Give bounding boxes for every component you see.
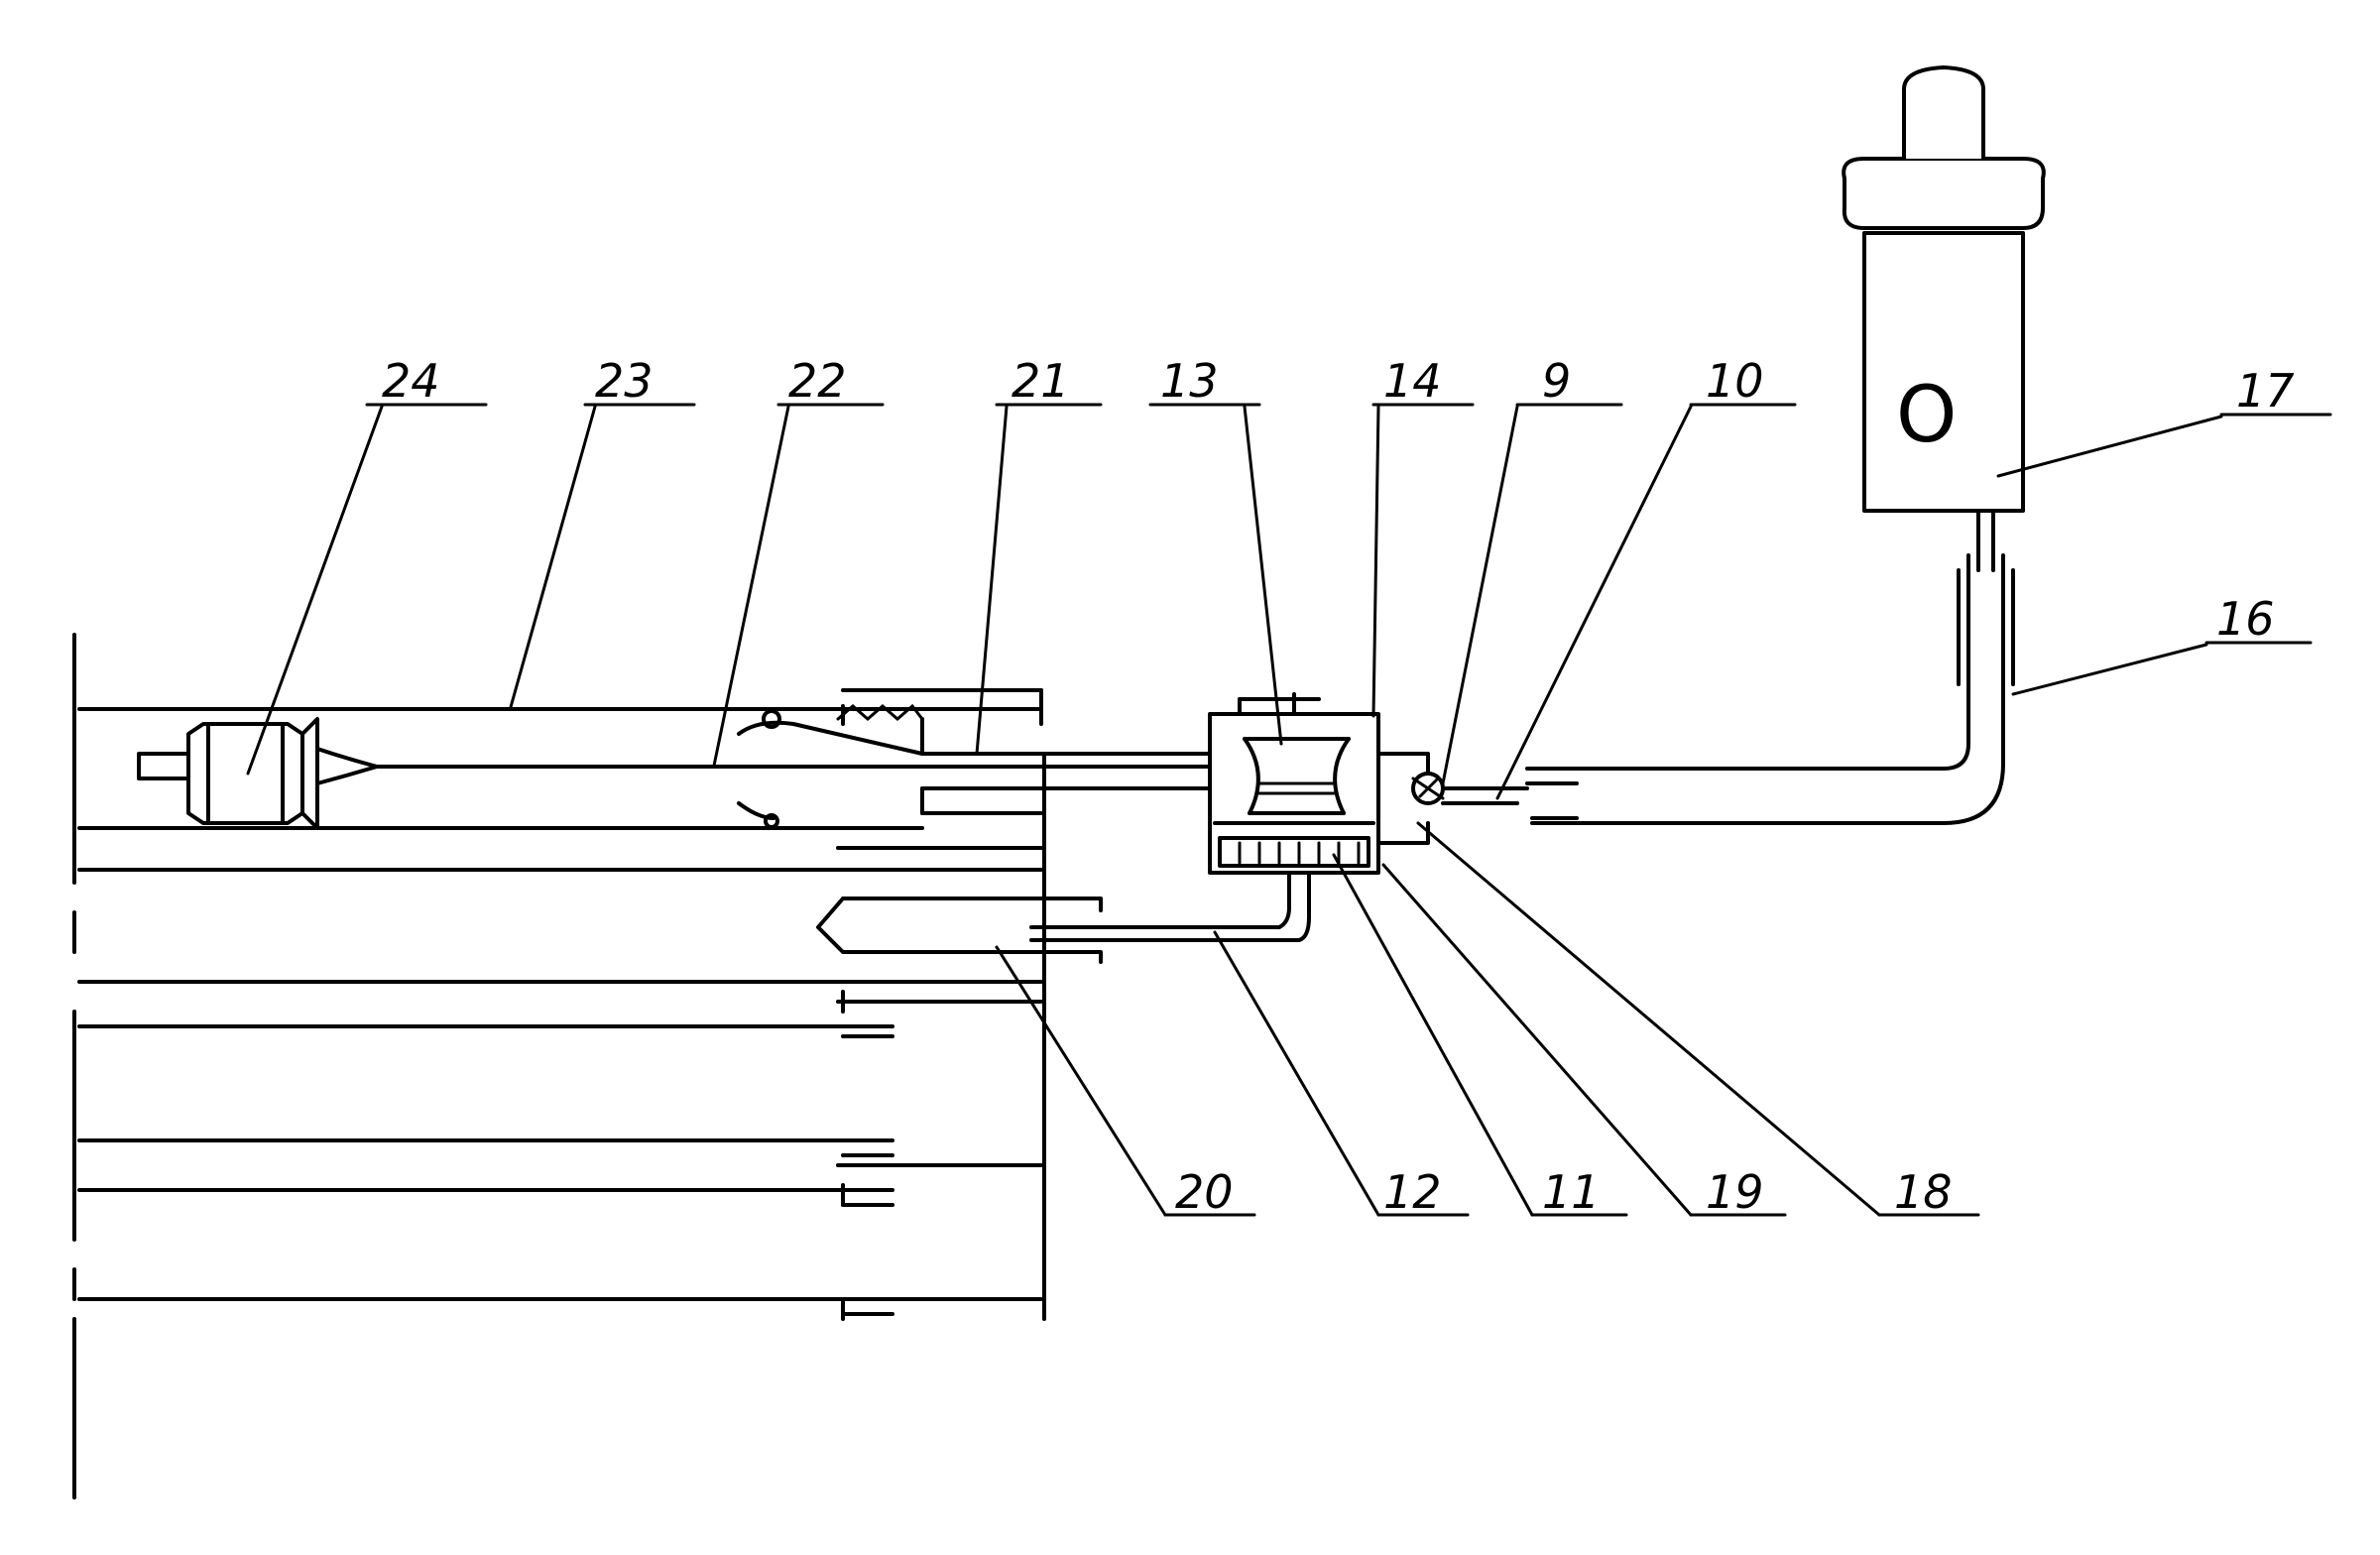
- device-mark: O: [1896, 371, 1957, 460]
- label-24: 24: [382, 354, 440, 408]
- control-box: [1208, 692, 1380, 875]
- label-17: 17: [2236, 364, 2295, 418]
- pipe-frame: [77, 688, 1046, 1321]
- label-11: 11: [1542, 1165, 1601, 1219]
- supply-pipe: [1476, 509, 2015, 825]
- reference-labels: 24 23 22 21 13 14 9 10 17 16 20 12 11 19…: [382, 354, 2295, 1219]
- label-21: 21: [1012, 354, 1070, 408]
- label-10: 10: [1706, 354, 1764, 408]
- valve: [1376, 752, 1480, 845]
- label-12: 12: [1383, 1165, 1442, 1219]
- label-22: 22: [788, 354, 847, 408]
- inner-tubes: [375, 703, 1212, 829]
- label-9: 9: [1542, 354, 1571, 408]
- label-16: 16: [2216, 592, 2275, 646]
- leader-lines: [246, 403, 2332, 1217]
- label-18: 18: [1894, 1165, 1953, 1219]
- label-23: 23: [595, 354, 654, 408]
- pump-device: O: [1842, 65, 2046, 513]
- label-19: 19: [1706, 1165, 1764, 1219]
- nozzle-connector: [137, 717, 379, 830]
- label-13: 13: [1160, 354, 1219, 408]
- label-14: 14: [1383, 354, 1442, 408]
- lower-nozzle: [816, 871, 1311, 964]
- label-20: 20: [1175, 1165, 1234, 1219]
